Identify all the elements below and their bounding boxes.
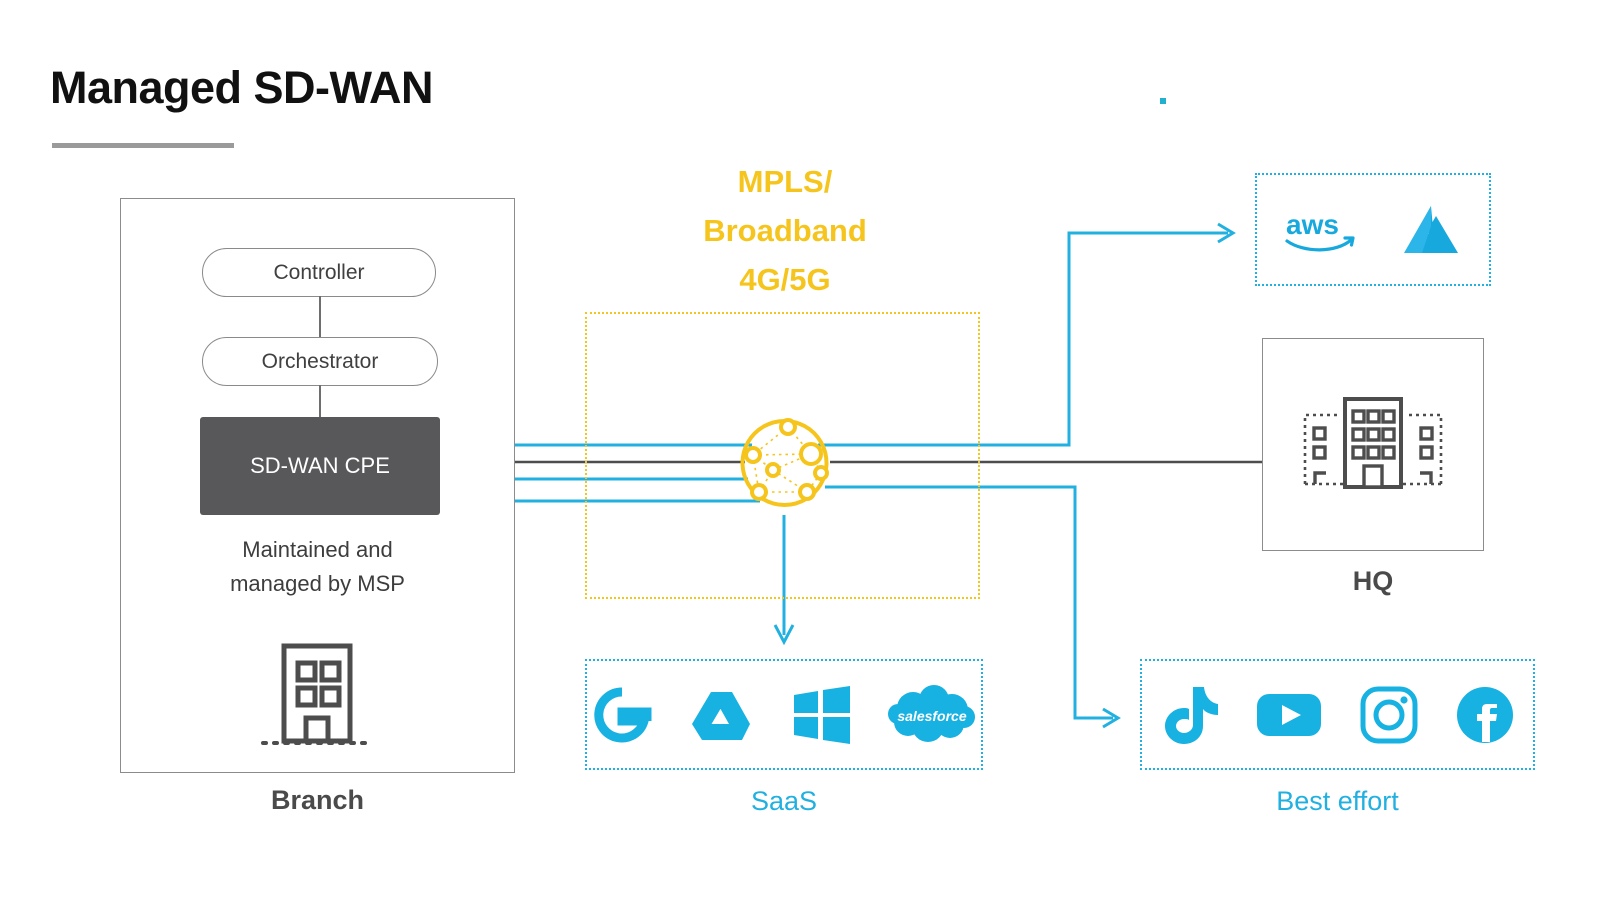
- azure-logo[interactable]: [1400, 204, 1462, 256]
- controller-orchestrator-connector: [319, 296, 321, 338]
- network-mesh-icon[interactable]: [735, 413, 835, 513]
- saas-box: salesforce: [585, 659, 983, 770]
- msp-note-line-2: managed by MSP: [230, 571, 405, 596]
- accent-dot: [1160, 98, 1166, 104]
- sd-wan-cpe-node[interactable]: SD-WAN CPE: [200, 417, 440, 515]
- wan-label-line-2: Broadband: [703, 213, 867, 248]
- best-effort-box: [1140, 659, 1535, 770]
- saas-label: SaaS: [750, 786, 818, 816]
- controller-label: Controller: [273, 260, 365, 284]
- wan-label-line-1: MPLS/: [737, 164, 833, 199]
- wan-dotted-boundary: [585, 312, 980, 599]
- salesforce-icon[interactable]: salesforce: [888, 684, 976, 746]
- best-effort-label: Best effort: [1276, 786, 1399, 816]
- svg-text:salesforce: salesforce: [897, 708, 966, 724]
- wan-label-line-3: 4G/5G: [739, 262, 831, 297]
- orchestrator-cpe-connector: [319, 385, 321, 418]
- hq-building-icon: [1297, 390, 1449, 500]
- msp-note: Maintained and managed by MSP: [120, 533, 515, 601]
- google-icon[interactable]: [592, 685, 652, 745]
- wan-transport-label: MPLS/ Broadband 4G/5G: [625, 157, 945, 304]
- facebook-icon[interactable]: [1455, 685, 1515, 745]
- instagram-icon[interactable]: [1359, 685, 1419, 745]
- page-title: Managed SD-WAN: [50, 62, 434, 113]
- google-drive-icon[interactable]: [688, 686, 754, 744]
- title-underline-rule: [52, 143, 234, 148]
- branch-label: Branch: [270, 785, 365, 815]
- tiktok-icon[interactable]: [1161, 684, 1219, 746]
- youtube-icon[interactable]: [1255, 690, 1323, 740]
- aws-logo[interactable]: aws: [1284, 207, 1356, 253]
- orchestrator-node[interactable]: Orchestrator: [202, 337, 438, 386]
- cloud-providers-box: aws: [1255, 173, 1491, 286]
- windows-icon[interactable]: [790, 685, 852, 745]
- controller-node[interactable]: Controller: [202, 248, 436, 297]
- orchestrator-label: Orchestrator: [261, 349, 379, 373]
- msp-note-line-1: Maintained and: [242, 537, 393, 562]
- svg-text:aws: aws: [1286, 209, 1339, 240]
- hq-panel: [1262, 338, 1484, 551]
- hq-label: HQ: [1352, 566, 1394, 596]
- sd-wan-cpe-label: SD-WAN CPE: [250, 453, 390, 478]
- branch-building-icon: [255, 638, 383, 756]
